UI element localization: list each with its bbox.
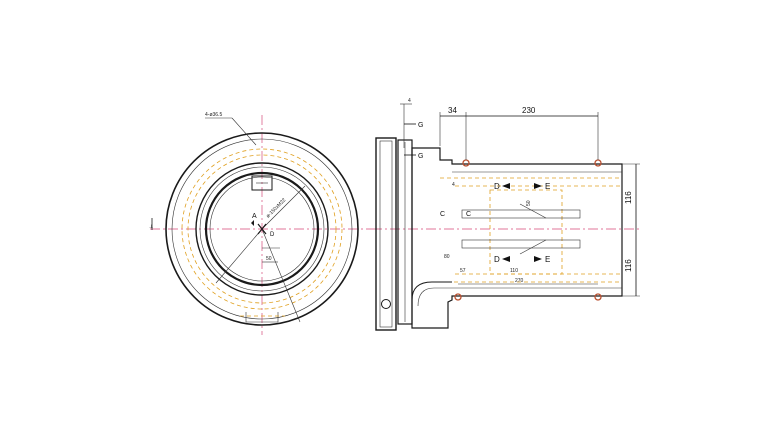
front-label-d: D bbox=[270, 232, 275, 238]
bottom-dim-270: 270 bbox=[515, 278, 524, 284]
bolt-hole-bottom-right bbox=[594, 293, 602, 301]
side-view: 34 230 4 G G 116 116 C C D E D E 4 50 57… bbox=[372, 98, 640, 331]
section-d-upper: D bbox=[494, 182, 500, 191]
body-outer-circle bbox=[195, 162, 329, 296]
bottom-dim-57: 57 bbox=[460, 268, 466, 274]
inner-slot-lower bbox=[461, 239, 581, 249]
arrow-d-lower bbox=[502, 256, 510, 262]
outer-flange-circle bbox=[165, 132, 359, 326]
flange-inner-edge bbox=[171, 138, 353, 320]
lower-fillet-inner bbox=[417, 287, 452, 307]
radius-leader bbox=[215, 228, 263, 284]
g-lower-label: G bbox=[418, 153, 423, 160]
flange-plate bbox=[375, 137, 397, 331]
dim-text-116-lower: 116 bbox=[624, 259, 633, 272]
hole-callout: 4-ø36.5 bbox=[205, 112, 222, 118]
section-c-right: C bbox=[466, 211, 471, 218]
bore-circle bbox=[204, 171, 320, 287]
body-mid-circle bbox=[199, 166, 325, 292]
dim-text-230: 230 bbox=[522, 106, 536, 115]
diameter-note: ø-150xM22 bbox=[265, 197, 287, 219]
section-e-upper: E bbox=[545, 182, 550, 191]
diameter-leader bbox=[261, 185, 306, 230]
section-a-arrow bbox=[251, 220, 254, 226]
inner-dim-left: 4 bbox=[452, 182, 455, 188]
bolt-hole-bottom-left bbox=[454, 293, 462, 301]
section-d-lower: D bbox=[494, 255, 500, 264]
bottom-slot bbox=[245, 312, 279, 323]
arrow-d-upper bbox=[502, 183, 510, 189]
center-marker bbox=[257, 223, 267, 235]
bolt-circle bbox=[181, 148, 343, 310]
radius-leader-2 bbox=[261, 228, 301, 323]
top-lug bbox=[251, 175, 273, 191]
section-e-lower: E bbox=[545, 255, 550, 264]
g-upper-label: G bbox=[418, 122, 423, 129]
section-a-label: A bbox=[252, 213, 257, 220]
bottom-lug-circle bbox=[381, 299, 391, 309]
lower-fillet bbox=[411, 281, 452, 301]
arrow-e-upper bbox=[534, 183, 542, 189]
bolt-hole-top-right bbox=[594, 159, 602, 167]
hub-outline bbox=[411, 147, 623, 329]
bolt-hole-top-left bbox=[462, 159, 470, 167]
inner-slot-bevel bbox=[519, 203, 547, 255]
inner-slot-upper bbox=[461, 209, 581, 219]
bore-inner-circle bbox=[209, 176, 315, 282]
dim-text-116-upper: 116 bbox=[624, 191, 633, 204]
flange-plate-inner bbox=[379, 140, 393, 328]
bottom-dim-80: 80 bbox=[444, 254, 450, 260]
inner-dim-right: 50 bbox=[526, 200, 532, 206]
bolt-circle-inner bbox=[187, 154, 337, 304]
arrow-e-lower bbox=[534, 256, 542, 262]
top-hole-leader bbox=[231, 117, 257, 146]
dim-text-34: 34 bbox=[448, 106, 457, 115]
inner-window bbox=[489, 189, 563, 275]
dim-text-4: 4 bbox=[408, 98, 411, 104]
front-view: 4-ø36.5 ø-150xM22 A D 50 ⊥ bbox=[149, 112, 372, 335]
center-dim-text: 50 bbox=[266, 256, 272, 262]
left-mark-text: ⊥ bbox=[149, 224, 153, 230]
bottom-dim-110: 110 bbox=[510, 268, 518, 274]
section-c-left: C bbox=[440, 211, 445, 218]
